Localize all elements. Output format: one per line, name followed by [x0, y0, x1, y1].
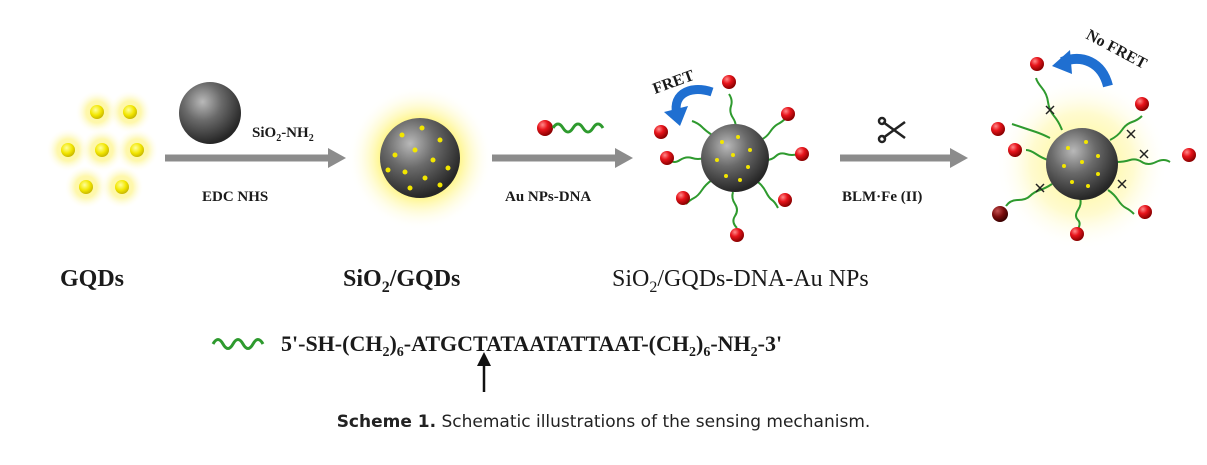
dna-strand-icon	[551, 122, 605, 134]
cleaved-particle: No FRET	[991, 27, 1196, 250]
label-sio2-gqds-dna-au: SiO2/GQDs-DNA-Au NPs	[612, 266, 869, 296]
arrow-head	[950, 148, 968, 168]
sio2-nh2-sphere	[179, 82, 241, 144]
cut-scissors-icons	[1035, 105, 1149, 193]
arrow-step-1: SiO2-NH2 EDC NHS	[165, 82, 346, 205]
arrow3-bottom-label: BLM·Fe (II)	[842, 189, 922, 205]
arrow-step-2: Au NPs-DNA	[492, 120, 633, 205]
dna-sequence: 5'-SH-(CH2)6-ATGCTATAATATTAAT-(CH2)6-NH2…	[211, 331, 782, 392]
arrow2-bottom-label: Au NPs-DNA	[505, 189, 591, 205]
sio2-gqds-dna-au-particle: FRET	[651, 67, 809, 242]
arrow-head	[328, 148, 346, 168]
caption-text: Schematic illustrations of the sensing m…	[436, 412, 871, 432]
cleavage-site-arrow	[477, 352, 491, 392]
dna-strand-icon	[211, 338, 265, 350]
gqds-cluster	[46, 90, 159, 209]
caption-label: Scheme 1.	[336, 412, 437, 432]
arrow-head	[615, 148, 633, 168]
arrow1-bottom-label: EDC NHS	[202, 189, 268, 205]
label-sio2-gqds: SiO2/GQDs	[343, 266, 460, 296]
figure-caption: Scheme 1. Schematic illustrations of the…	[0, 412, 1207, 432]
arrow1-top-label: SiO2-NH2	[252, 125, 314, 144]
au-np-icon	[537, 120, 553, 136]
label-gqds: GQDs	[60, 266, 124, 292]
arrow-step-3: BLM·Fe (II)	[840, 116, 968, 205]
sequence-text: 5'-SH-(CH2)6-ATGCTATAATATTAAT-(CH2)6-NH2…	[281, 331, 782, 360]
scissors-icon	[877, 116, 906, 144]
sio2-gqds-particle	[348, 86, 492, 230]
